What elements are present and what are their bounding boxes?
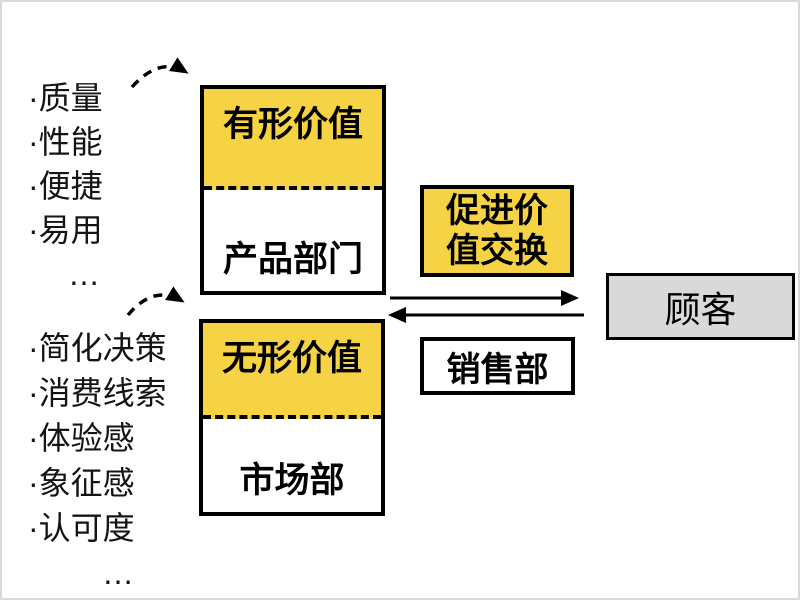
- tangible-attributes-list: ·质量 ·性能 ·便捷 ·易用 …: [28, 76, 103, 296]
- promote-exchange-line1: 促进价: [446, 192, 548, 230]
- promote-exchange-line2: 值交换: [446, 232, 548, 270]
- list-item: ·消费线索: [28, 375, 167, 411]
- tangible-value-title: 有形价值: [222, 105, 363, 144]
- intangible-value-title-section: 无形价值: [203, 323, 381, 419]
- list-item: ·象征感: [28, 465, 135, 501]
- promote-exchange-box: 促进价 值交换: [420, 185, 574, 277]
- sales-department-label: 销售部: [446, 350, 549, 389]
- list-item: ·简化决策: [28, 330, 167, 366]
- customer-box: 顾客: [606, 273, 795, 340]
- intangible-value-title: 无形价值: [221, 339, 362, 378]
- list-item: ·便捷: [28, 168, 103, 204]
- sales-department-box: 销售部: [420, 337, 575, 395]
- list-item: ·认可度: [28, 510, 135, 546]
- intangible-attributes-list: ·简化决策 ·消费线索 ·体验感 ·象征感 ·认可度 …: [28, 326, 167, 596]
- product-department-section: 产品部门: [204, 190, 382, 291]
- list-item: ·易用: [28, 212, 103, 248]
- marketing-department-section: 市场部: [203, 419, 381, 512]
- curved-dashed-arrow-top-icon: [130, 57, 189, 89]
- tangible-value-title-section: 有形价值: [204, 89, 382, 190]
- list-item: ·体验感: [28, 420, 135, 456]
- product-department-label: 产品部门: [222, 240, 363, 279]
- curved-dashed-arrow-bottom-icon: [126, 286, 185, 317]
- customer-label: 顾客: [664, 288, 737, 330]
- tangible-value-box: 有形价值 产品部门: [200, 85, 386, 295]
- list-item: ·质量: [28, 80, 103, 116]
- list-item: ·性能: [28, 124, 103, 160]
- list-item-ellipsis: …: [68, 256, 102, 292]
- intangible-value-box: 无形价值 市场部: [199, 319, 385, 516]
- list-item-ellipsis: …: [102, 555, 136, 591]
- marketing-department-label: 市场部: [239, 461, 345, 500]
